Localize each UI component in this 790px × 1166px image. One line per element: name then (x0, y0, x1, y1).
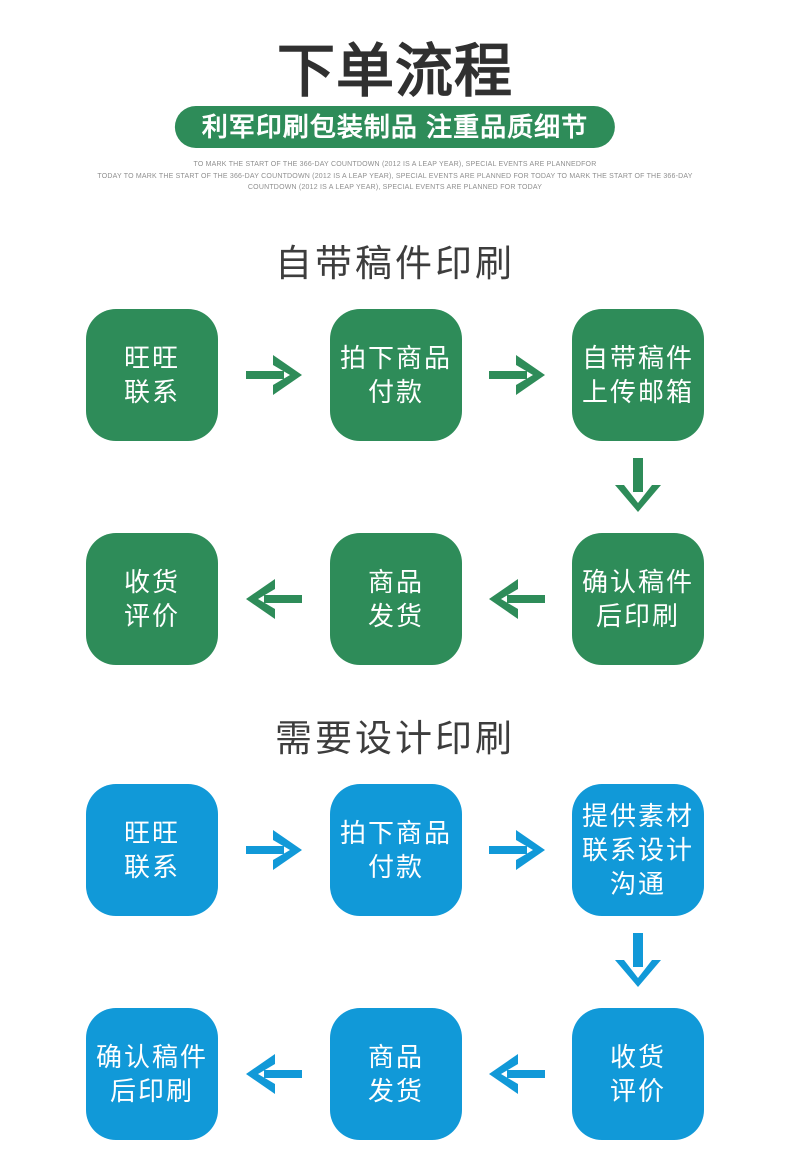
flow-section-need-design: 需要设计印刷 旺旺 联系 拍下商品 付款 提供素材 联系设计 沟通 确认稿件 后… (0, 703, 790, 1148)
step-line: 旺旺 (123, 818, 180, 848)
flow1-row2-box1: 收货 评价 (86, 533, 218, 665)
step-line: 确认稿件 (95, 1042, 208, 1072)
flow1-row2-box3: 确认稿件 后印刷 (572, 533, 704, 665)
decorative-subtext: TO MARK THE START OF THE 366-DAY COUNTDO… (0, 159, 790, 194)
flow2-row1-box1: 旺旺 联系 (86, 784, 218, 916)
step-line: 旺旺 (123, 343, 180, 373)
step-line: 沟通 (609, 869, 666, 899)
step-line: 收货 (123, 567, 180, 597)
left-arrow-icon (489, 1052, 545, 1096)
step-line: 付款 (367, 852, 424, 882)
flow2-row2-box1: 确认稿件 后印刷 (86, 1008, 218, 1140)
left-arrow-icon (489, 577, 545, 621)
flow2-row2-box2: 商品 发货 (330, 1008, 462, 1140)
flow1-row2-box2: 商品 发货 (330, 533, 462, 665)
subtext-line: TODAY TO MARK THE START OF THE 366-DAY C… (97, 172, 693, 180)
step-line: 确认稿件 (581, 567, 694, 597)
step-line: 商品 (367, 567, 424, 597)
flow2-row1-box3: 提供素材 联系设计 沟通 (572, 784, 704, 916)
left-arrow-icon (246, 1052, 302, 1096)
flow2-row1-box2: 拍下商品 付款 (330, 784, 462, 916)
flow1-row1-box3: 自带稿件 上传邮箱 (572, 309, 704, 441)
step-line: 后印刷 (595, 601, 680, 631)
step-line: 发货 (367, 1076, 424, 1106)
flow1-row1-box2: 拍下商品 付款 (330, 309, 462, 441)
subtext-line: TO MARK THE START OF THE 366-DAY COUNTDO… (193, 161, 597, 168)
section-title: 需要设计印刷 (275, 718, 515, 759)
step-line: 商品 (367, 1042, 424, 1072)
flow1-row1-box1: 旺旺 联系 (86, 309, 218, 441)
step-line: 上传邮箱 (581, 377, 694, 407)
step-line: 收货 (609, 1042, 666, 1072)
step-line: 拍下商品 (339, 818, 452, 848)
step-line: 付款 (367, 377, 424, 407)
down-arrow-icon (615, 933, 661, 987)
flow2-row2-box3: 收货 评价 (572, 1008, 704, 1140)
step-line: 评价 (123, 601, 180, 631)
step-line: 拍下商品 (339, 343, 452, 373)
right-arrow-icon (246, 353, 302, 397)
page-title: 下单流程 (276, 39, 513, 104)
step-line: 联系设计 (581, 835, 694, 865)
flow-section-own-manuscript: 自带稿件印刷 旺旺 联系 拍下商品 付款 自带稿件 上传邮箱 收货 评价 (0, 228, 790, 673)
section-title: 自带稿件印刷 (275, 243, 515, 284)
step-line: 评价 (609, 1076, 666, 1106)
brand-banner: 利军印刷包装制品 注重品质细节 (174, 106, 616, 148)
subtext-line: COUNTDOWN (2012 IS A LEAP YEAR), SPECIAL… (247, 184, 543, 191)
step-line: 联系 (123, 852, 180, 882)
step-line: 联系 (123, 377, 180, 407)
step-line: 自带稿件 (581, 343, 694, 373)
right-arrow-icon (489, 828, 545, 872)
left-arrow-icon (246, 577, 302, 621)
down-arrow-icon (615, 458, 661, 512)
right-arrow-icon (489, 353, 545, 397)
step-line: 提供素材 (581, 801, 694, 831)
step-line: 发货 (367, 601, 424, 631)
step-line: 后印刷 (109, 1076, 194, 1106)
right-arrow-icon (246, 828, 302, 872)
